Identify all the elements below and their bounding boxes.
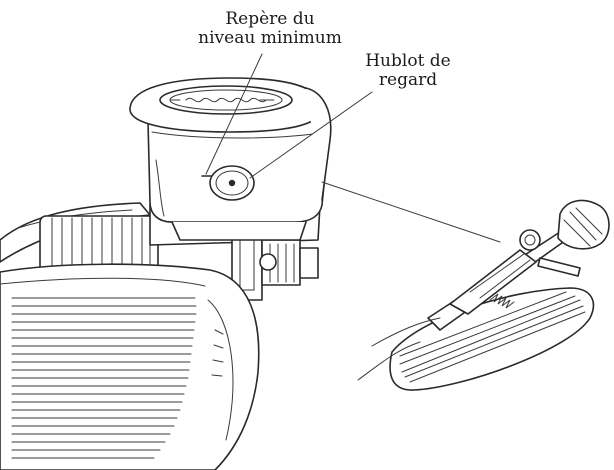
callout-sight-glass-line2: regard [378,70,438,90]
brake-reservoir [129,77,332,241]
brake-pedal-assembly [357,199,610,391]
callout-min-level-line2: niveau minimum [198,28,342,48]
footboard [0,263,260,470]
sight-glass [209,165,255,201]
leader-lines [205,53,501,243]
callout-min-level-line1: Repère du [225,9,315,29]
callout-sight-glass: Hublot de regard [352,52,464,90]
callout-min-level: Repère du niveau minimum [180,10,360,48]
leader-line-pedal [321,181,501,243]
pedal-board-ridges [399,291,586,383]
callout-sight-glass-line1: Hublot de [365,51,451,71]
leader-line-sight-glass [249,91,373,179]
leader-line-min-level [205,53,263,175]
footboard-ridges [11,297,197,459]
